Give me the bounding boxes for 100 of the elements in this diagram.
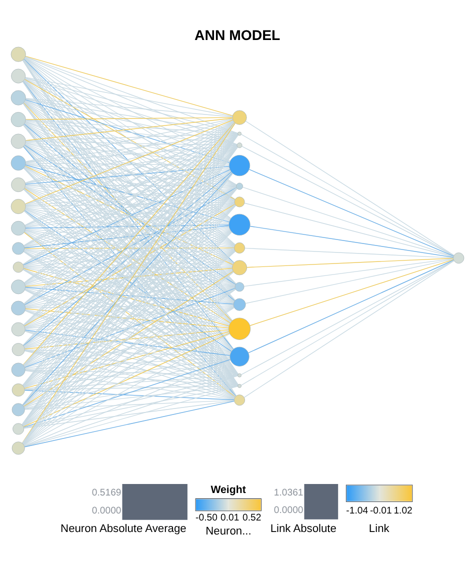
node-circle [11,342,24,356]
node-circle [228,317,250,340]
label: Link Absolute [270,522,336,534]
connector [24,374,238,409]
label: 0.5169 [91,487,121,498]
connector [22,332,230,427]
connector [24,400,234,447]
label: 0.0000 [91,504,121,516]
connector [24,374,238,390]
connector [24,328,228,349]
connector [24,369,238,386]
node-circle [12,242,24,254]
node-circle [234,282,244,292]
node-circle [228,213,250,235]
node-circle [231,260,247,275]
connector [24,78,230,162]
node-circle [10,133,26,148]
connector [24,202,234,228]
connector [24,332,230,408]
node-circle [236,142,242,148]
label: 1.0361 [273,486,303,498]
connector [246,257,454,268]
connector [24,358,230,408]
node-circle [12,422,24,434]
node-circle [234,196,244,207]
node-circle [234,394,245,406]
connector [24,304,234,328]
connector [24,162,229,166]
connector [23,374,238,428]
connector [24,350,234,399]
connector [24,100,230,220]
node-circle [452,252,464,264]
connector [24,330,229,368]
connector [24,98,238,134]
node-circle [236,182,243,190]
label: Neuron Absolute Average [60,522,186,535]
node-circle [10,362,25,376]
connector [24,116,232,120]
label: -0.01 [369,505,392,516]
node-circle [10,46,26,62]
connector [24,55,233,116]
node-circle [10,279,26,294]
label: Weight [210,484,246,496]
diagram-title: ANN MODEL [194,26,280,43]
connector [24,286,234,304]
node-circle [237,372,241,377]
node-circle [237,383,241,388]
node-circle [11,402,24,416]
connector [24,369,238,376]
connector [23,385,238,428]
node-circle [229,346,249,366]
connector [244,202,454,257]
connector [248,168,454,256]
connector [24,357,230,389]
connector [24,305,234,368]
node-circle [10,198,26,214]
label: 1.02 [393,505,412,516]
connector [24,117,232,140]
node-circle [10,300,26,315]
label: -0.50 [195,512,217,524]
connector [24,133,238,162]
label: 0.01 [220,512,239,524]
node-circle [10,90,26,105]
connector [24,76,232,116]
connector [248,259,454,353]
node-circle [12,261,24,272]
connector [244,247,454,258]
connector [24,166,230,206]
connector [23,358,230,428]
connector [24,328,228,330]
label: -1.04 [346,505,368,516]
label: Neuron... [205,524,251,537]
label: 0.0000 [273,504,303,516]
connector [24,132,238,141]
connector [24,184,234,202]
node-circle [10,176,26,192]
connector [24,304,234,348]
node-circle [10,112,26,127]
connector [24,133,238,184]
connector [24,330,234,398]
connector [24,119,238,134]
connector [24,98,232,117]
connector [249,225,454,258]
connector [24,98,237,145]
connector [24,286,235,287]
connector [24,100,235,200]
connector [24,166,229,184]
connector [24,228,234,248]
connector [24,247,234,248]
node-circle [228,154,250,176]
connector [24,348,230,356]
connector [24,224,229,248]
connector [24,201,234,206]
connector [24,144,237,162]
connector [24,56,230,161]
connector [24,329,230,356]
node-circle [11,441,24,454]
connector [244,258,454,304]
connector [23,332,230,446]
connector [24,389,234,400]
